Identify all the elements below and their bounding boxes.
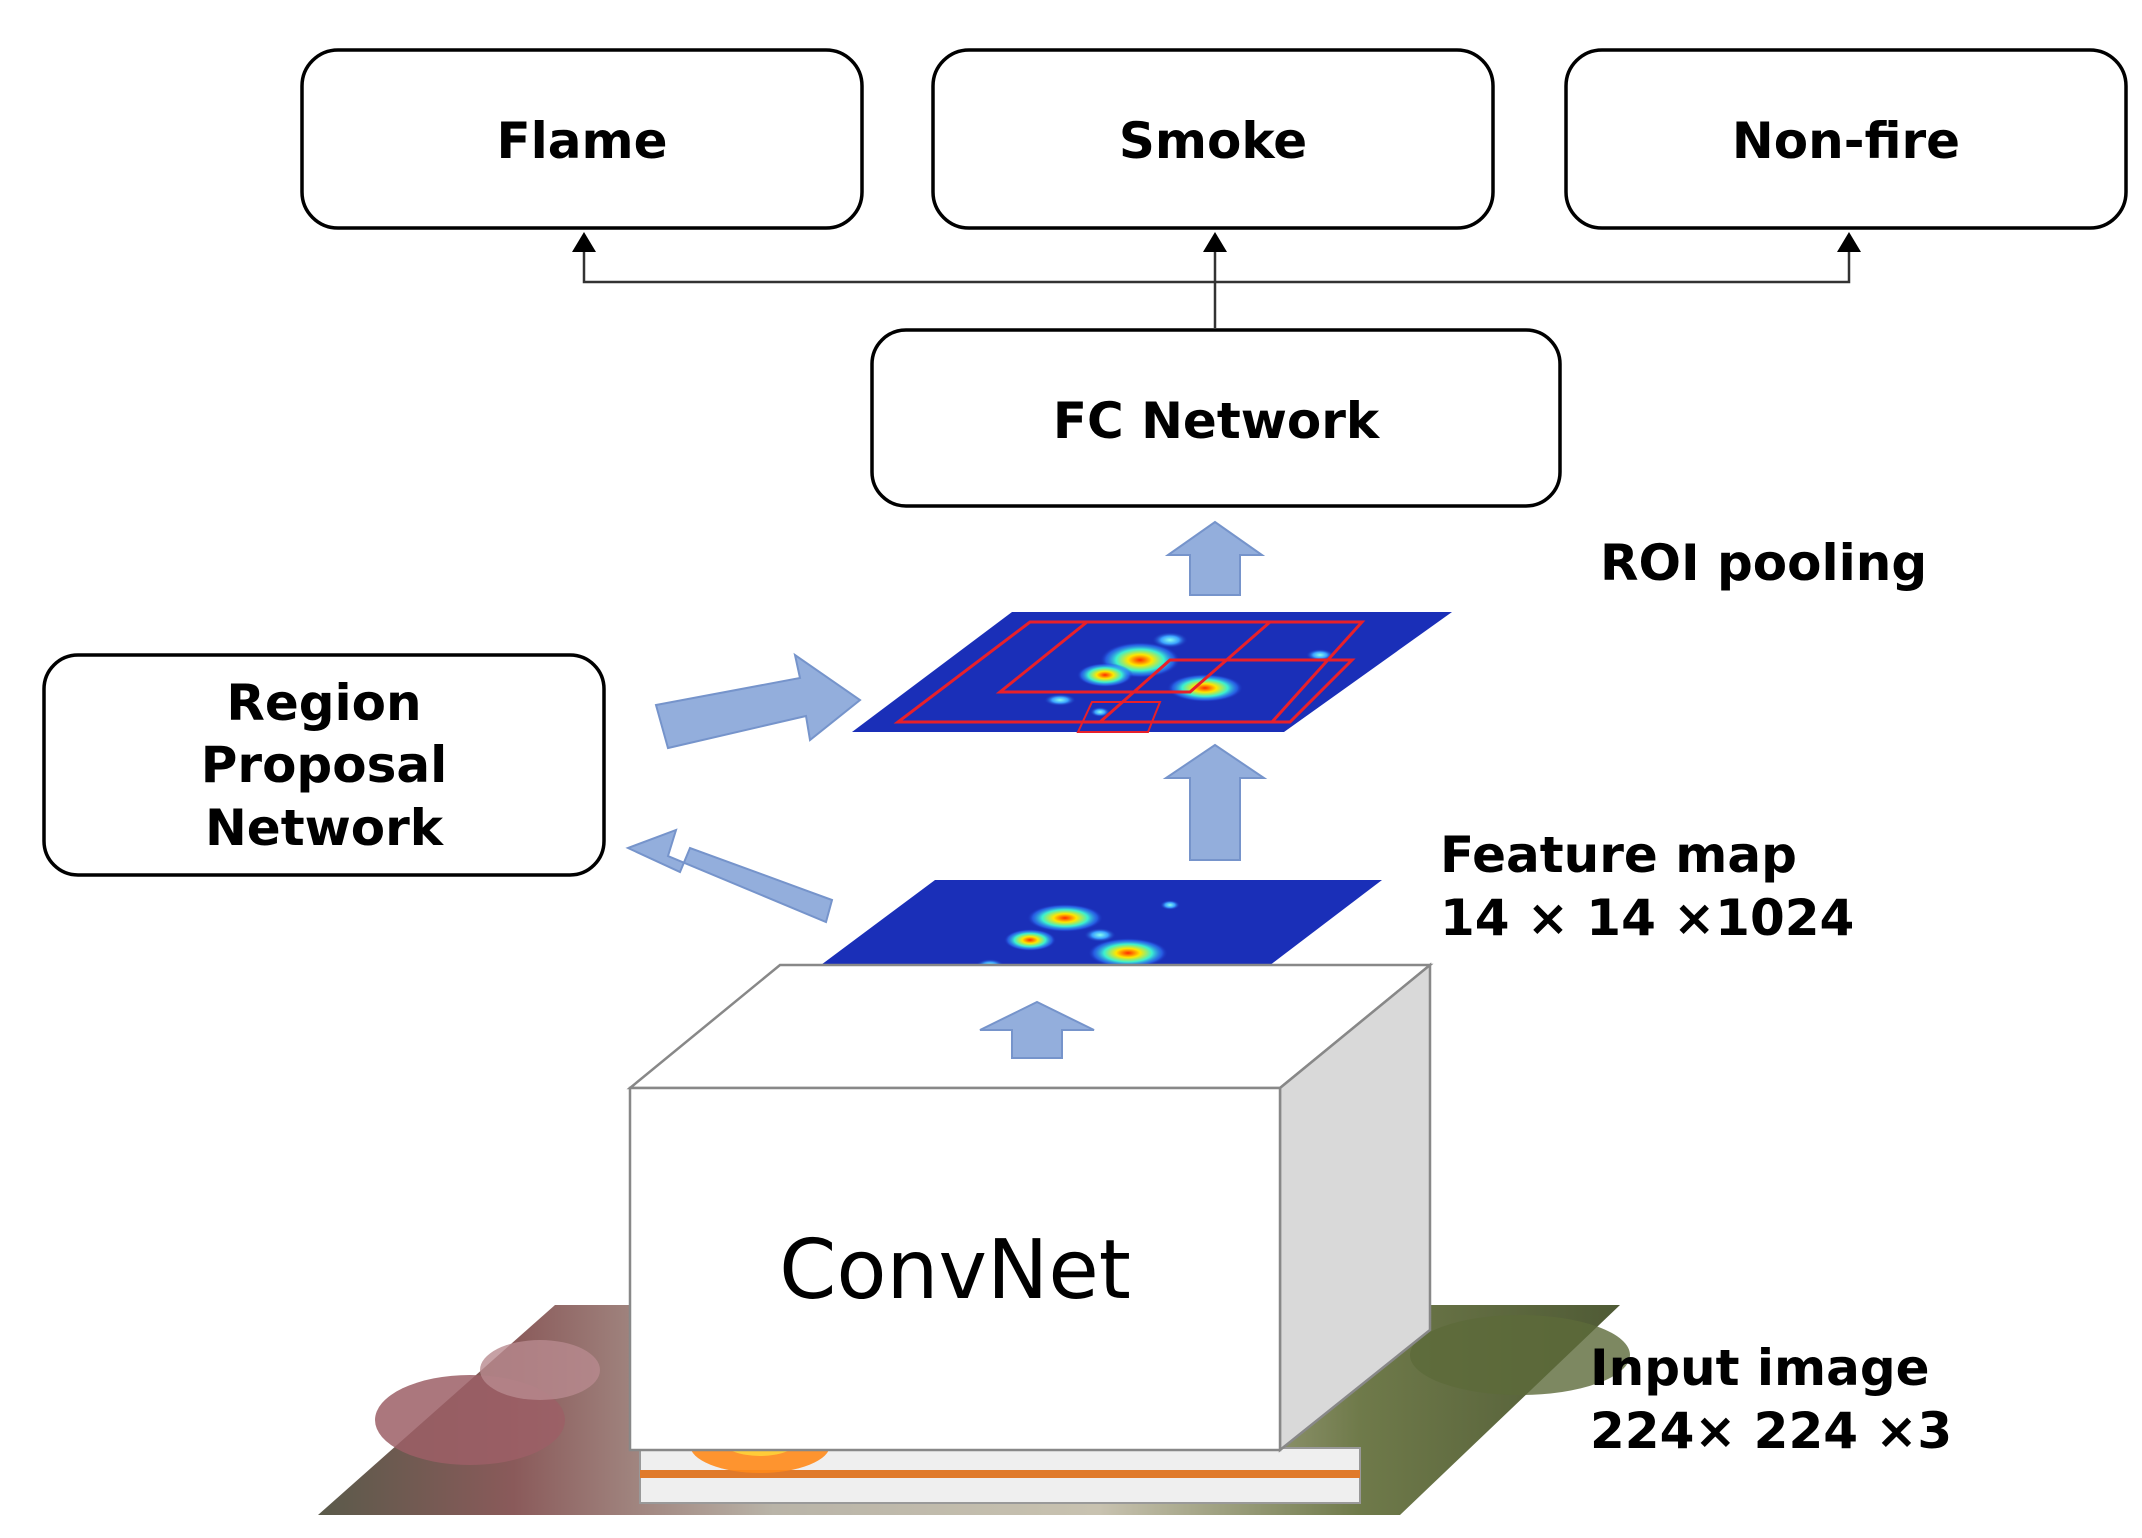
output-flame-box: Flame (300, 48, 864, 230)
output-flame-label: Flame (496, 112, 667, 170)
arrow-rpn-to-roi (654, 652, 862, 750)
roi-pooling-label: ROI pooling (1600, 534, 1927, 592)
output-smoke-box: Smoke (931, 48, 1495, 230)
arrowhead-smoke (1203, 232, 1227, 252)
input-image-label-line1: Input image (1590, 1339, 1930, 1397)
feature-map-label-line2: 14 × 14 ×1024 (1440, 889, 1854, 947)
arrowhead-flame (572, 232, 596, 252)
roi-box-2 (995, 620, 1274, 694)
convnet-label: ConvNet (779, 1223, 1131, 1318)
output-nonfire-label: Non-fire (1732, 112, 1960, 170)
output-nonfire-box: Non-fire (1564, 48, 2128, 230)
feature-map-label-line1: Feature map (1440, 826, 1797, 884)
roi-feature-map (852, 612, 1452, 733)
arrowhead-nonfire (1837, 232, 1861, 252)
fc-output-connectors (572, 232, 1861, 328)
rpn-box: Region Proposal Network (42, 653, 606, 877)
output-smoke-label: Smoke (1119, 112, 1307, 170)
rpn-label-line3: Network (205, 799, 445, 857)
roi-box-4 (1076, 701, 1162, 733)
arrow-feature-to-rpn (625, 828, 834, 924)
fc-network-label: FC Network (1053, 392, 1381, 450)
arrow-convnet-to-feature (979, 1000, 1095, 1059)
fc-network-box: FC Network (870, 328, 1562, 508)
arrow-roi-to-fc (1164, 520, 1266, 596)
arrow-feature-to-roi (1162, 743, 1268, 861)
convnet-cube: ConvNet (626, 962, 1434, 1453)
rpn-label-line2: Proposal (201, 736, 447, 794)
rpn-label-line1: Region (226, 674, 421, 732)
input-image-label-line2: 224× 224 ×3 (1590, 1402, 1952, 1460)
